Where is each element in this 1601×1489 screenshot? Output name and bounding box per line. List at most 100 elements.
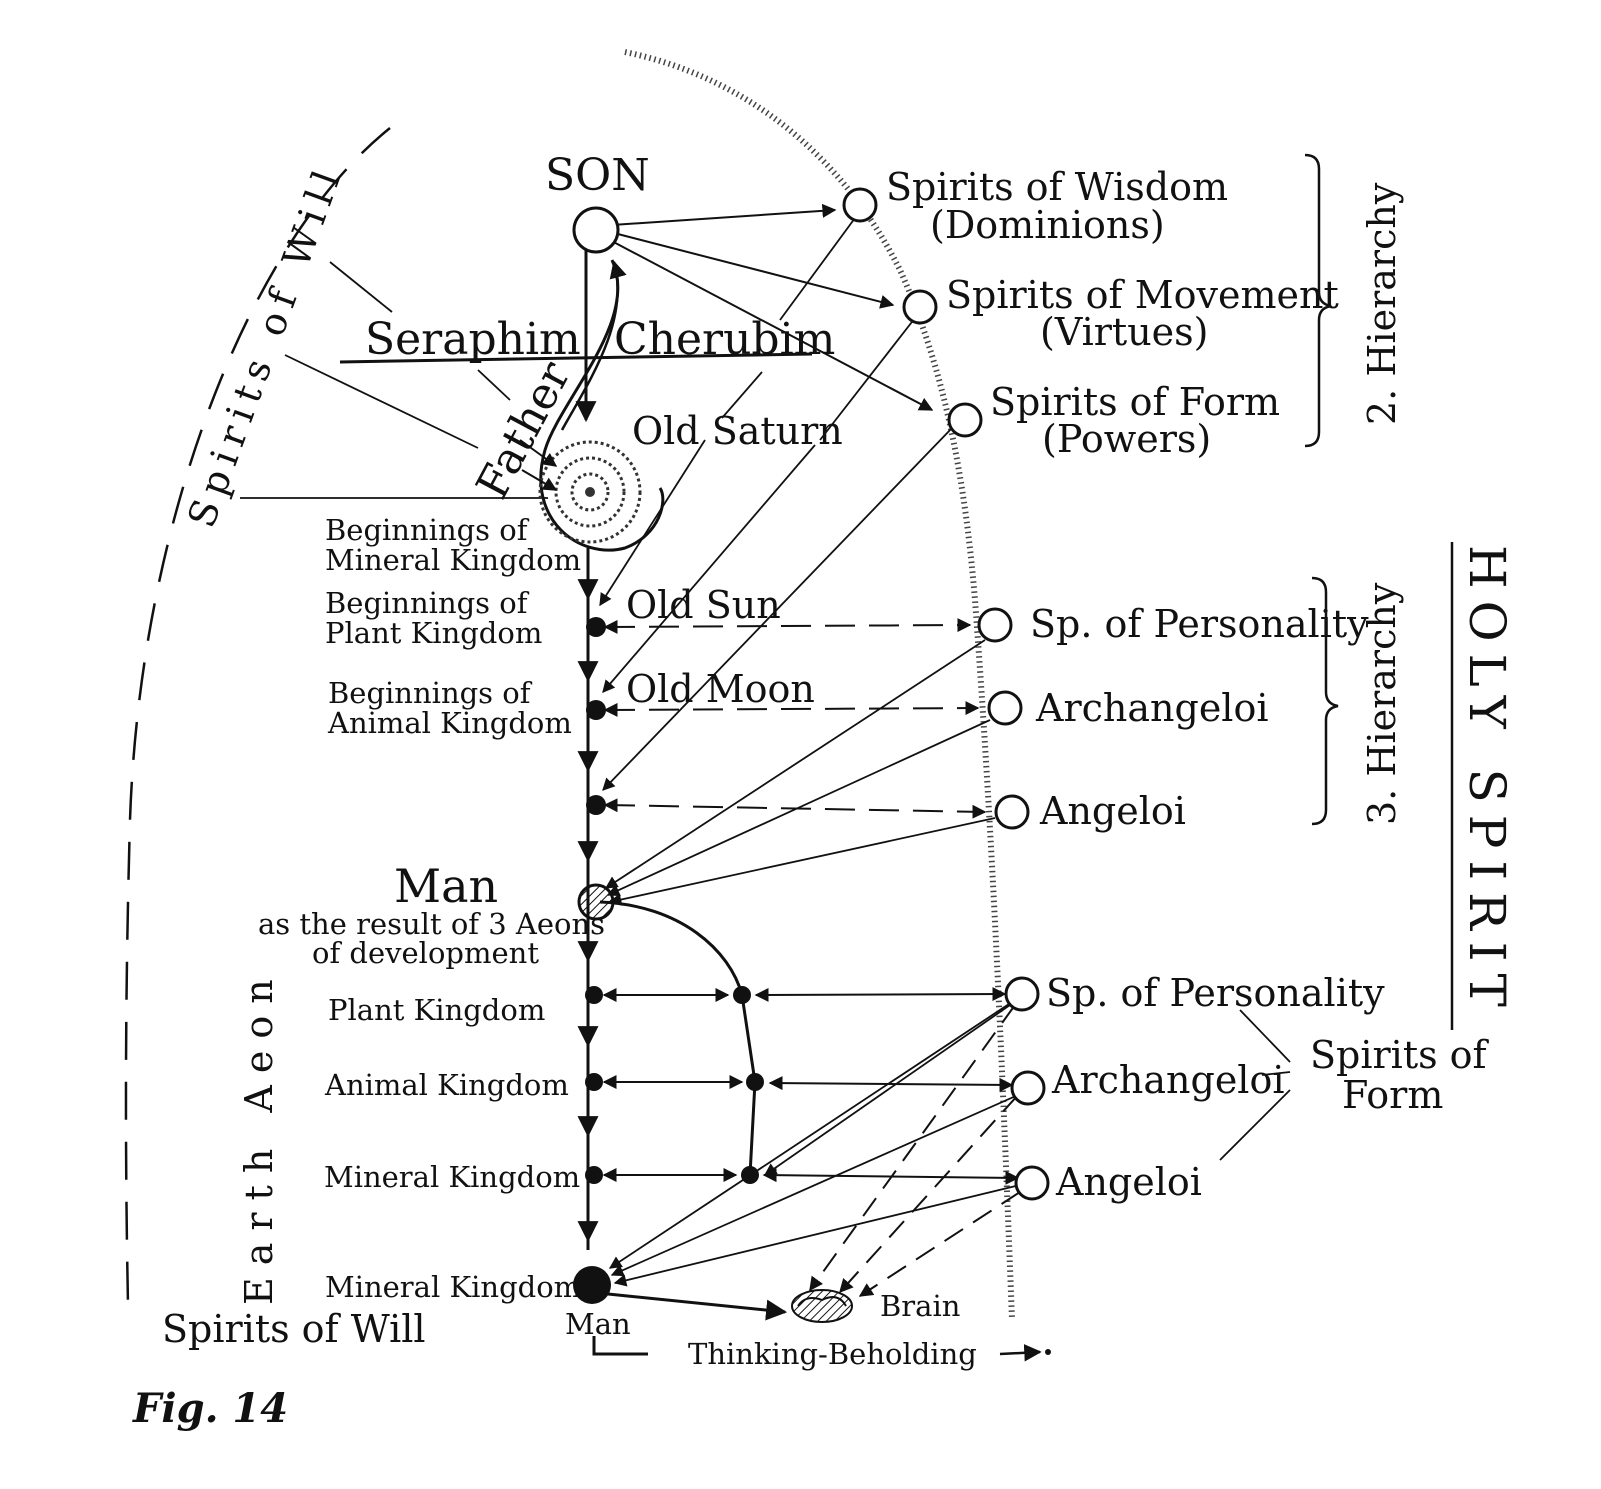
lower-personality-to-mineral (763, 1004, 1011, 1176)
sp-personality-upper-node (977, 607, 1013, 643)
archangeloi-to-man (606, 719, 991, 897)
sp-personality-upper-label: Sp. of Personality (1030, 602, 1369, 646)
archangeloi-upper-node (987, 690, 1023, 726)
spirits-of-form-right-2: Form (1342, 1073, 1443, 1117)
beginnings-plant-2: Plant Kingdom (325, 616, 542, 650)
dashed-old-sun (603, 618, 972, 634)
dashed-old-moon (603, 701, 980, 717)
old-moon-label: Old Moon (626, 667, 815, 711)
movement-to-old-moon (602, 444, 816, 693)
plant-kingdom-label: Plant Kingdom (328, 993, 545, 1027)
thinking-end-dot (1045, 1349, 1051, 1355)
spirits-of-will-arc-label: Spirits of Will (179, 158, 352, 533)
angeloi-to-man (608, 817, 996, 906)
wisdom-node (842, 187, 878, 223)
beginnings-plant-1: Beginnings of (325, 586, 530, 620)
wisdom-line-a (779, 217, 856, 321)
old-moon-node (586, 700, 606, 720)
old-sun-label: Old Sun (626, 583, 781, 627)
wisdom-label-1: Spirits of Wisdom (886, 165, 1228, 209)
plant-outer-arrow (754, 987, 1007, 1002)
son-to-movement (609, 231, 895, 309)
form-connector-3 (1219, 1089, 1291, 1161)
spirits-of-form-right-1: Spirits of (1310, 1033, 1490, 1077)
hierarchy-3-brace (1311, 576, 1339, 826)
beginnings-mineral-2: Mineral Kingdom (325, 543, 581, 577)
thinking-bracket (592, 1336, 648, 1356)
dashed-archangeloi-to-brain (839, 1094, 1019, 1294)
personality-to-man (604, 639, 986, 889)
old-sun-node (586, 617, 606, 637)
angeloi-upper-label: Angeloi (1039, 789, 1186, 833)
brain-label: Brain (880, 1289, 960, 1323)
animal-outer-arrow (768, 1076, 1014, 1092)
wisdom-line-b (721, 371, 763, 419)
son-label: SON (545, 150, 650, 201)
old-saturn-label: Old Saturn (632, 409, 843, 453)
spirits-of-will-bottom-label: Spirits of Will (162, 1307, 426, 1351)
third-aeon-node (586, 795, 606, 815)
holy-spirit-label: HOLY SPIRIT (1458, 545, 1516, 1019)
animal-kingdom-label: Animal Kingdom (324, 1068, 569, 1102)
angeloi-upper-node (994, 794, 1030, 830)
mineral-kingdom-label-1: Mineral Kingdom (324, 1160, 580, 1194)
mineral-inner-node (741, 1166, 759, 1184)
pointer-will-2 (284, 354, 479, 449)
man-bottom-node (573, 1266, 611, 1304)
mineral-kingdom-node (585, 1166, 603, 1184)
beginnings-animal-1: Beginnings of (328, 676, 533, 710)
father-arrow-2 (521, 469, 558, 491)
lower-personality-to-man (608, 999, 1016, 1269)
form-connector-2 (1261, 1071, 1291, 1076)
father-return-arrow (560, 260, 627, 431)
movement-label-2: (Virtues) (1040, 310, 1208, 354)
cherubim-label: Cherubim (614, 314, 835, 365)
father-arrow-1 (519, 439, 558, 467)
man-subtitle-2: of development (312, 936, 539, 970)
archangeloi-upper-label: Archangeloi (1035, 686, 1269, 730)
wisdom-label-2: (Dominions) (930, 203, 1165, 247)
form-label-2: (Powers) (1042, 417, 1211, 461)
hierarchy-2-brace (1304, 153, 1332, 448)
man-label: Man (394, 859, 498, 913)
man-node (577, 883, 615, 921)
man-subtitle-1: as the result of 3 Aeons (258, 907, 605, 941)
form-connector-1 (1239, 1009, 1291, 1063)
animal-kingdom-node (585, 1073, 603, 1091)
son-to-form (605, 237, 934, 411)
movement-line-a (819, 317, 916, 441)
dashed-personality-to-brain (809, 1004, 1016, 1292)
beginnings-mineral-1: Beginnings of (325, 513, 530, 547)
dashed-angeloi-to-brain (858, 1191, 1021, 1297)
angeloi-lower-label: Angeloi (1055, 1160, 1202, 1204)
lower-archangeloi-to-man (610, 1094, 1019, 1277)
beginnings-animal-2: Animal Kingdom (327, 706, 572, 740)
man-curve (599, 900, 757, 1176)
seraphim-label: Seraphim (365, 314, 581, 365)
hierarchy-2-label: 2. Hierarchy (1360, 182, 1404, 425)
form-label-1: Spirits of Form (990, 380, 1280, 424)
plant-inner-node (733, 986, 751, 1004)
movement-node (902, 289, 938, 325)
earth-aeon-label: Earth Aeon (237, 967, 281, 1305)
old-saturn-whorl-icon (538, 440, 642, 544)
son-to-wisdom (611, 203, 837, 226)
son-node (572, 206, 620, 254)
mineral-kingdom-label-2: Mineral Kingdom (325, 1270, 581, 1304)
sp-personality-lower-node (1004, 976, 1040, 1012)
father-spiral (539, 259, 665, 552)
pointer-seraphim (477, 369, 511, 401)
brain-icon (791, 1289, 853, 1323)
thinking-beholding-label: Thinking-Beholding (688, 1337, 977, 1371)
angeloi-lower-node (1014, 1165, 1050, 1201)
man-bottom-label: Man (565, 1307, 631, 1341)
animal-inner-node (746, 1073, 764, 1091)
fig-caption: Fig. 14 (132, 1385, 288, 1432)
lower-angeloi-to-man (613, 1184, 1021, 1287)
wisdom-to-old-sun (599, 439, 706, 607)
form-node (947, 402, 983, 438)
form-to-third-node (602, 427, 953, 791)
plant-kingdom-node (585, 986, 603, 1004)
pointer-will-1 (329, 261, 393, 313)
